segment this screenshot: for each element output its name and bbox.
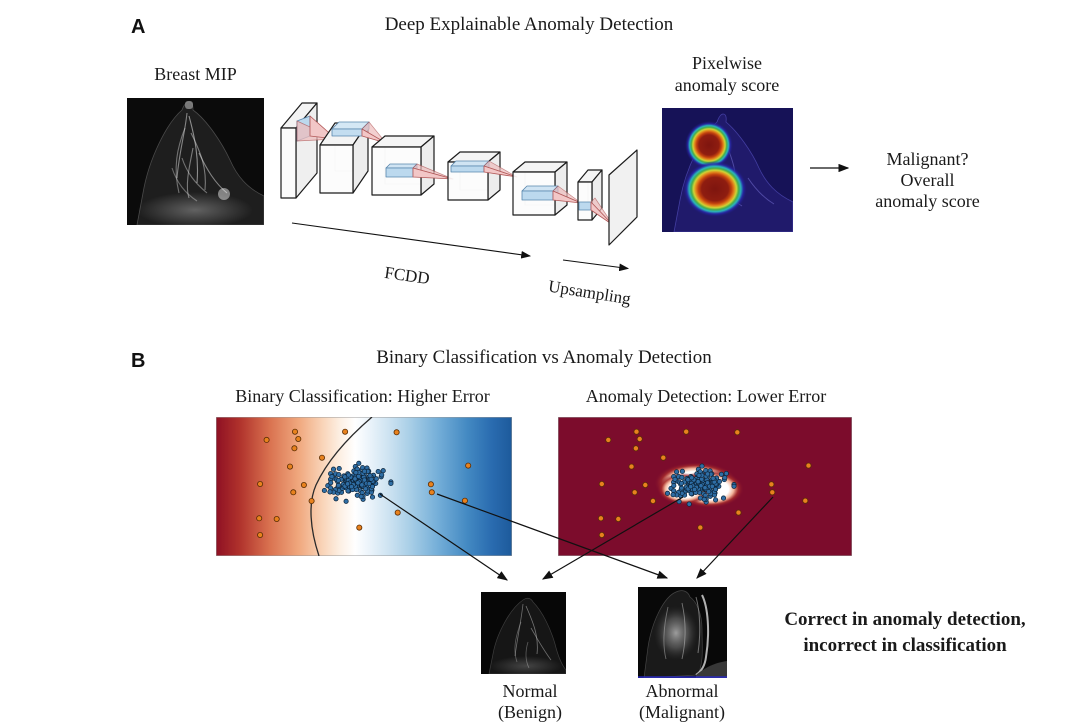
conv-filter — [450, 160, 490, 173]
anomaly-heatmap-image — [662, 108, 793, 232]
normal-breast-image — [481, 592, 566, 674]
decision-boundary — [310, 417, 373, 556]
anomaly-detection-plot-title: Anomaly Detection: Lower Error — [585, 386, 827, 406]
normal-image-label: Normal (Benign) — [498, 681, 562, 722]
binary-classification-plot-title: Binary Classification: Higher Error — [235, 386, 490, 406]
cnn-output-plane — [608, 149, 638, 246]
tumor-mass — [654, 606, 698, 660]
cnn-layer-4 — [447, 151, 501, 201]
panel-b-label: B — [131, 350, 146, 372]
panel-a-label: A — [131, 16, 146, 38]
conv-filter — [385, 163, 418, 178]
panel-b-title: Binary Classification vs Anomaly Detecti… — [376, 347, 712, 368]
upsampling-arrow — [562, 259, 630, 272]
anomaly-hotspot-upper — [685, 121, 733, 169]
fcdd-arrow — [291, 222, 532, 259]
panel-a-title: Deep Explainable Anomaly Detection — [384, 14, 674, 35]
anomaly-detection-plot — [558, 417, 852, 556]
abnormal-breast-image — [638, 587, 727, 678]
scatter-points — [256, 428, 472, 539]
cnn-architecture-diagram — [270, 90, 660, 320]
breast-mip-label: Breast MIP — [154, 64, 237, 84]
conv-filter — [521, 185, 559, 201]
pixelwise-score-label: Pixelwise anomaly score — [674, 53, 780, 95]
abnormal-image-label: Abnormal (Malignant) — [639, 681, 725, 722]
anomaly-hotspot-lower — [683, 161, 747, 217]
breast-mip-image — [127, 98, 264, 225]
binary-classification-plot — [216, 417, 512, 556]
breast-silhouette — [488, 597, 566, 674]
comparison-annotation: Correct in anomaly detection, incorrect … — [784, 609, 1026, 656]
conv-filter — [578, 201, 592, 211]
overall-score-text: Malignant? Overall anomaly score — [875, 149, 980, 211]
axilla-region — [696, 661, 727, 678]
